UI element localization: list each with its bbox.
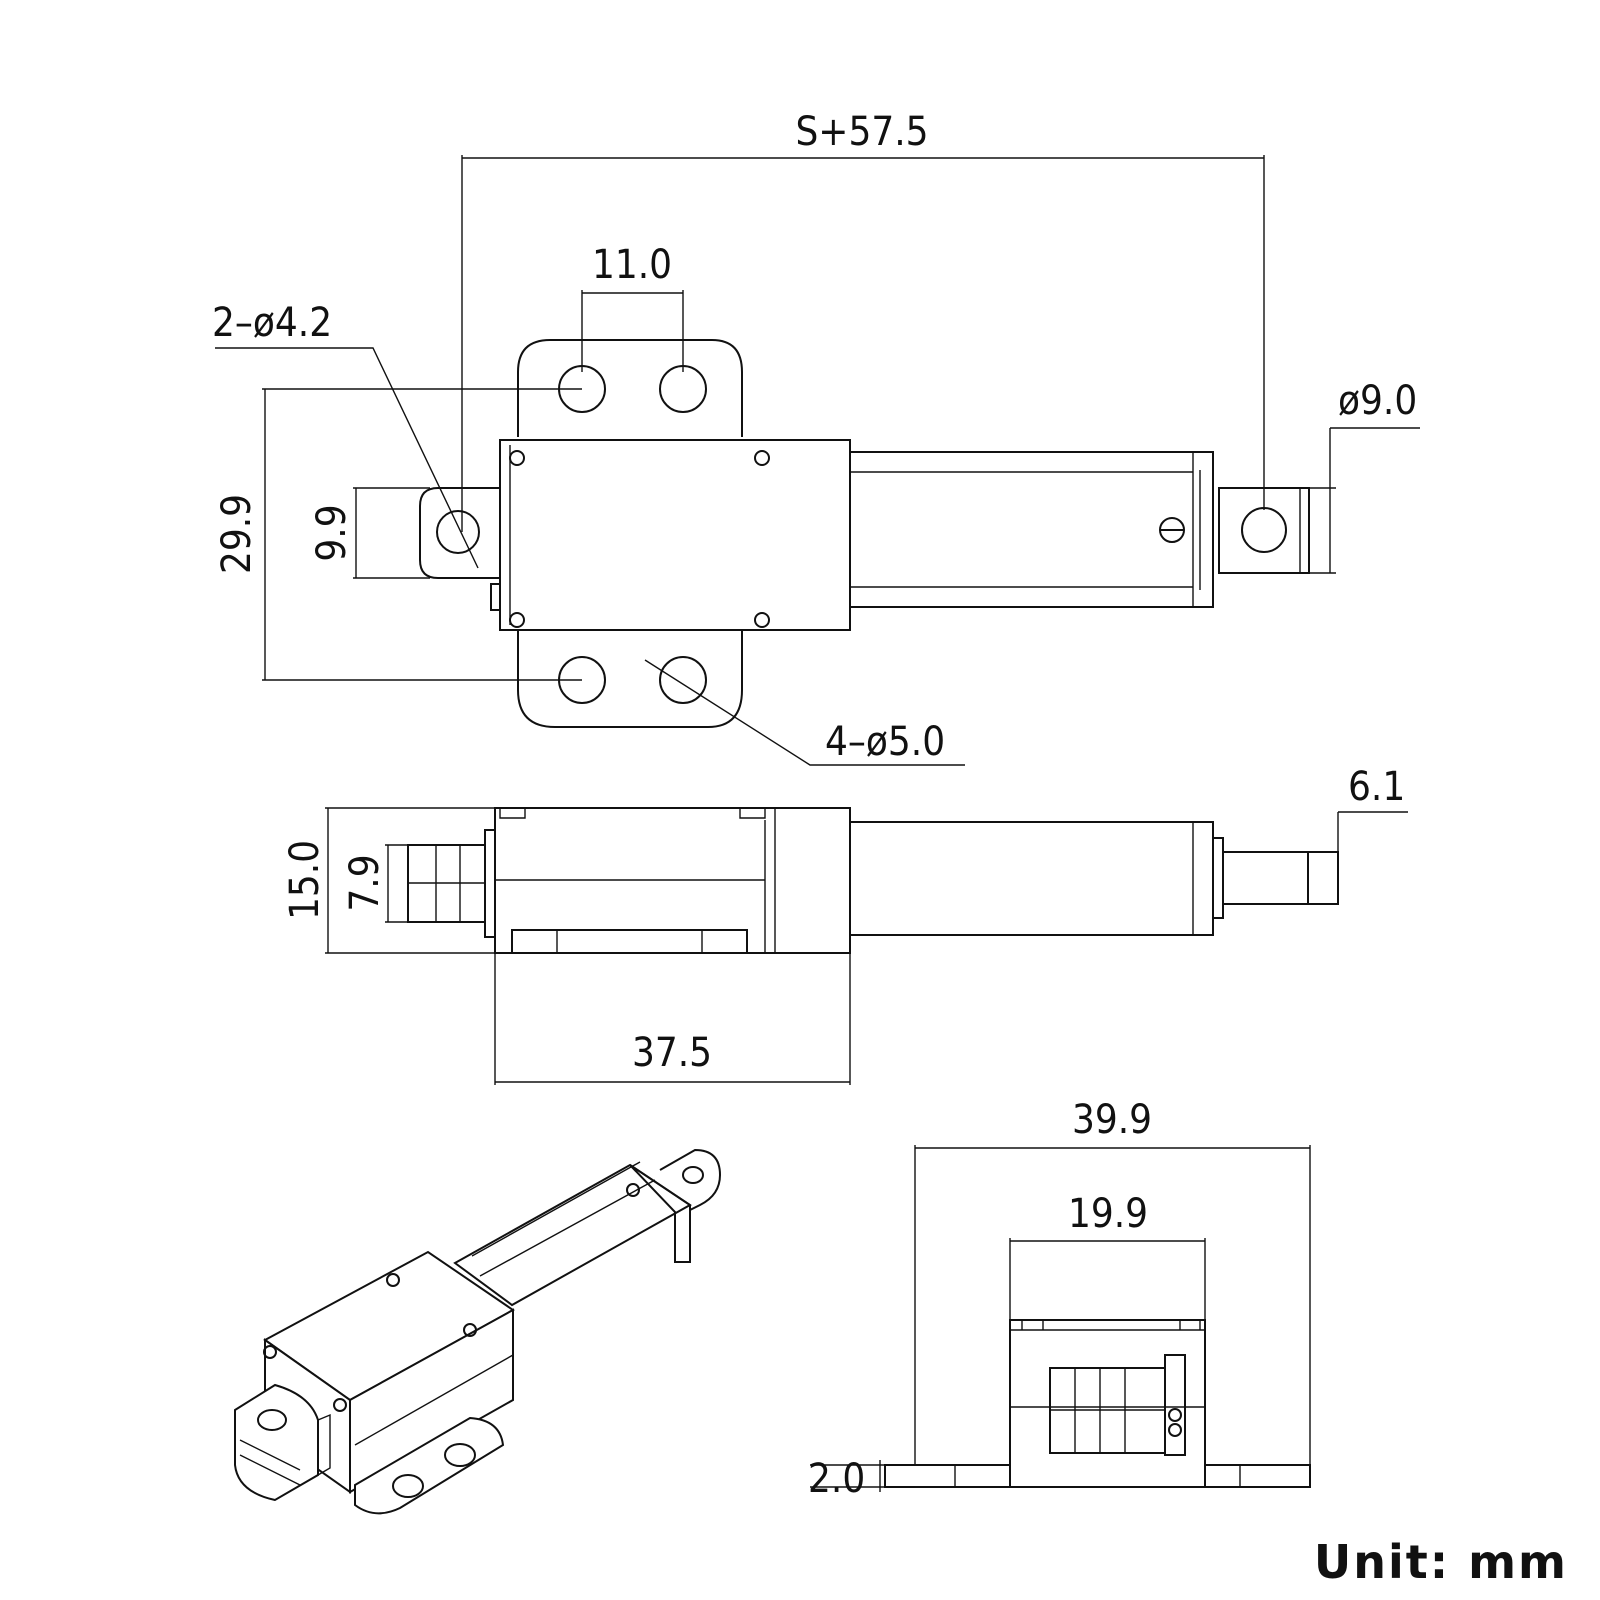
screw-icon xyxy=(754,450,770,466)
iso-bracket-hole xyxy=(444,1443,476,1467)
end-view-dimension-lines xyxy=(810,1145,1311,1492)
actuator-tube xyxy=(849,451,1214,608)
iso-rod-end xyxy=(659,1148,722,1211)
iso-rear-hole xyxy=(257,1409,287,1431)
dim-rod-end-thickness: 6.1 xyxy=(1348,764,1405,810)
bracket-hole xyxy=(659,365,707,413)
iso-rear-tab xyxy=(234,1383,319,1502)
gearbox-body xyxy=(499,439,851,631)
rear-tab xyxy=(419,487,500,579)
end-tab-grid-lines xyxy=(1050,1368,1165,1453)
tube-groove xyxy=(850,471,1193,588)
iso-screw-icon xyxy=(386,1273,400,1287)
dim-end-bracket-width: 39.9 xyxy=(1072,1097,1152,1143)
dim-bracket-width: 29.9 xyxy=(214,494,260,574)
iso-screw-icon xyxy=(333,1398,347,1412)
iso-bracket-hole xyxy=(392,1474,424,1498)
dim-body-height: 15.0 xyxy=(282,840,328,920)
dim-rear-tab-thickness: 7.9 xyxy=(342,854,388,911)
iso-screw-icon xyxy=(463,1323,477,1337)
side-rod xyxy=(1222,851,1309,905)
dim-rear-hole: 2–ø4.2 xyxy=(212,300,332,346)
dim-rod-end-diameter: ø9.0 xyxy=(1338,378,1417,424)
side-tube xyxy=(849,821,1214,936)
side-rear-tab-grid xyxy=(408,845,485,922)
iso-rod-hole xyxy=(682,1166,704,1184)
screw-icon xyxy=(754,612,770,628)
iso-tube-cap xyxy=(629,1164,691,1263)
iso-bracket xyxy=(354,1416,505,1515)
dim-bracket-holes: 4–ø5.0 xyxy=(825,719,945,765)
end-connector xyxy=(1164,1354,1186,1456)
side-rear-flange xyxy=(484,829,496,938)
top-view xyxy=(215,155,1420,766)
side-bracket-base xyxy=(511,929,748,954)
dim-overall-length: S+57.5 xyxy=(795,109,928,155)
top-bracket-outline xyxy=(517,339,743,437)
top-view-dimension-lines xyxy=(215,155,1420,766)
side-view xyxy=(325,807,1408,1085)
iso-set-screw-icon xyxy=(626,1183,640,1197)
bracket-hole xyxy=(659,656,707,704)
end-plate-steps xyxy=(954,1465,1241,1487)
iso-tube xyxy=(453,1163,692,1307)
screw-icon xyxy=(509,612,525,628)
dim-bracket-hole-spacing: 11.0 xyxy=(592,242,672,288)
end-body xyxy=(1009,1319,1206,1488)
side-gearbox-detail xyxy=(495,808,776,953)
iso-tube-lines xyxy=(471,1161,656,1277)
bottom-bracket-outline xyxy=(517,628,743,728)
side-rod-end xyxy=(1307,851,1339,905)
end-view xyxy=(810,1145,1311,1492)
isometric-view xyxy=(234,1148,722,1515)
dim-bracket-thickness: 2.0 xyxy=(808,1456,865,1502)
iso-screw-icon xyxy=(263,1345,277,1359)
side-rod-collar xyxy=(1212,837,1224,919)
end-connector-hole xyxy=(1168,1408,1182,1422)
side-view-dimension-lines xyxy=(325,807,1408,1085)
screw-icon xyxy=(509,450,525,466)
end-body-notches xyxy=(1021,1320,1201,1330)
rear-hole xyxy=(436,510,480,554)
dim-end-body-width: 19.9 xyxy=(1068,1191,1148,1237)
end-connector-hole xyxy=(1168,1423,1182,1437)
dim-body-length: 37.5 xyxy=(632,1030,712,1076)
dim-rear-tab-width: 9.9 xyxy=(309,504,355,561)
iso-rear-tab-lines xyxy=(239,1413,331,1486)
tube-end-cap xyxy=(1192,452,1201,607)
rod-end-hole xyxy=(1241,507,1287,553)
unit-label: Unit: mm xyxy=(1314,1535,1568,1589)
side-bracket-step xyxy=(556,930,703,953)
iso-gearbox-seam xyxy=(354,1354,514,1446)
